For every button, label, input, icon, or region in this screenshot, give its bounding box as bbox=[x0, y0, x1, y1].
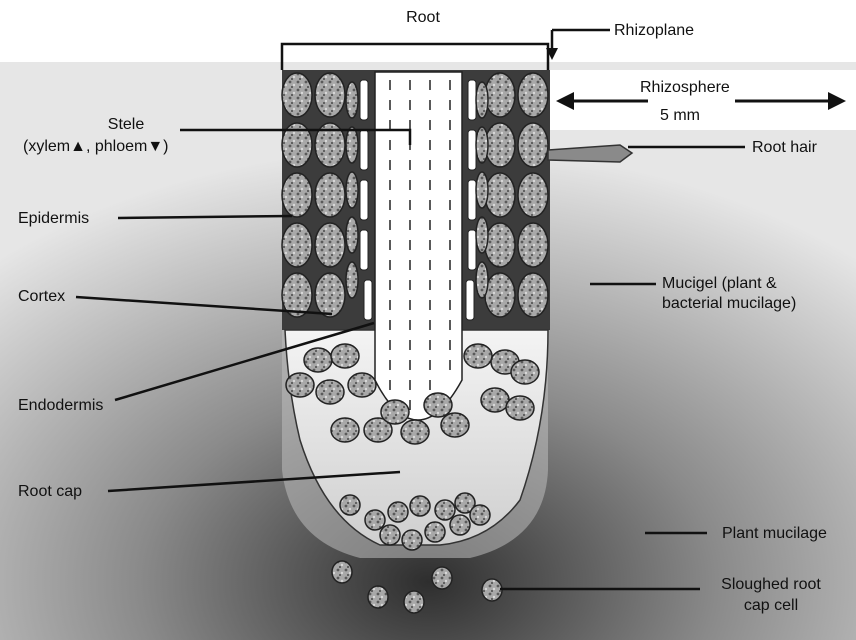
label-root: Root bbox=[398, 8, 448, 27]
root-cap-cell bbox=[286, 373, 314, 397]
cortex-cell bbox=[282, 73, 312, 117]
cortex-cell bbox=[485, 73, 515, 117]
cortex-cell bbox=[346, 82, 358, 118]
root-tip-cell bbox=[402, 530, 422, 550]
label-endodermis: Endodermis bbox=[18, 396, 103, 415]
label-stele-detail: (xylem▲, phloem▼) bbox=[23, 137, 169, 156]
stele-shape bbox=[375, 72, 462, 420]
cortex-cell bbox=[485, 173, 515, 217]
sloughed-cell bbox=[404, 591, 424, 613]
root-cap-cell bbox=[441, 413, 469, 437]
root-cap-cell bbox=[331, 418, 359, 442]
root-tip-cell bbox=[425, 522, 445, 542]
cortex-cell bbox=[346, 217, 358, 253]
label-root-cap: Root cap bbox=[18, 482, 82, 501]
label-xylem: (xylem bbox=[23, 138, 70, 155]
cortex-cell bbox=[346, 172, 358, 208]
cortex-cell bbox=[476, 172, 488, 208]
cortex-cell bbox=[476, 82, 488, 118]
cortex-cell bbox=[315, 173, 345, 217]
root-cap-cell bbox=[304, 348, 332, 372]
label-mucigel-1: Mucigel (plant & bbox=[662, 274, 777, 293]
cortex-cell bbox=[485, 273, 515, 317]
cortex-cell bbox=[282, 173, 312, 217]
root-cap-cell bbox=[331, 344, 359, 368]
cortex-cell bbox=[518, 223, 548, 267]
cortex-cell bbox=[518, 73, 548, 117]
label-cortex: Cortex bbox=[18, 287, 65, 306]
cortex-cell bbox=[476, 262, 488, 298]
cortex-cell bbox=[518, 123, 548, 167]
label-phloem: , phloem bbox=[86, 138, 147, 155]
sloughed-cell bbox=[332, 561, 352, 583]
root-tip-cell bbox=[380, 525, 400, 545]
label-rhizoplane: Rhizoplane bbox=[614, 21, 694, 40]
label-epidermis: Epidermis bbox=[18, 209, 89, 228]
sloughed-cell bbox=[482, 579, 502, 601]
root-cap-cell bbox=[401, 420, 429, 444]
root-cap-cell bbox=[348, 373, 376, 397]
label-scale: 5 mm bbox=[660, 106, 700, 125]
root-tip-cell bbox=[450, 515, 470, 535]
cortex-cell bbox=[315, 223, 345, 267]
root-cap-cell bbox=[506, 396, 534, 420]
label-rhizosphere: Rhizosphere bbox=[640, 78, 730, 97]
root-tip-cell bbox=[470, 505, 490, 525]
root-tip-cell bbox=[410, 496, 430, 516]
cortex-cell bbox=[518, 273, 548, 317]
label-sloughed-2: cap cell bbox=[706, 596, 836, 615]
cortex-cell bbox=[282, 223, 312, 267]
cortex-cell bbox=[485, 223, 515, 267]
cortex-cell bbox=[485, 123, 515, 167]
label-plant-mucilage: Plant mucilage bbox=[722, 524, 827, 543]
root-tip-cell bbox=[340, 495, 360, 515]
sloughed-cell bbox=[432, 567, 452, 589]
root-tip-cell bbox=[388, 502, 408, 522]
cortex-cell bbox=[315, 73, 345, 117]
arrow-down-icon: ▼ bbox=[147, 138, 163, 155]
cortex-cell bbox=[346, 127, 358, 163]
root-cap-cell bbox=[481, 388, 509, 412]
root-cap-cell bbox=[464, 344, 492, 368]
cortex-cell bbox=[518, 173, 548, 217]
arrow-up-icon: ▲ bbox=[70, 138, 86, 155]
cortex-cell bbox=[476, 217, 488, 253]
root-cap-cell bbox=[381, 400, 409, 424]
root-tip-cell bbox=[435, 500, 455, 520]
label-mucigel-2: bacterial mucilage) bbox=[662, 294, 796, 313]
root-tip-cell bbox=[365, 510, 385, 530]
root-cap-cell bbox=[316, 380, 344, 404]
label-stele-close: ) bbox=[163, 138, 168, 155]
sloughed-cell bbox=[368, 586, 388, 608]
cortex-cell bbox=[315, 273, 345, 317]
label-sloughed-1: Sloughed root bbox=[706, 575, 836, 594]
label-root-hair: Root hair bbox=[752, 138, 817, 157]
root-cap-cell bbox=[424, 393, 452, 417]
cortex-cell bbox=[476, 127, 488, 163]
label-stele: Stele bbox=[96, 115, 156, 134]
cortex-cell bbox=[346, 262, 358, 298]
root-cap-cell bbox=[511, 360, 539, 384]
